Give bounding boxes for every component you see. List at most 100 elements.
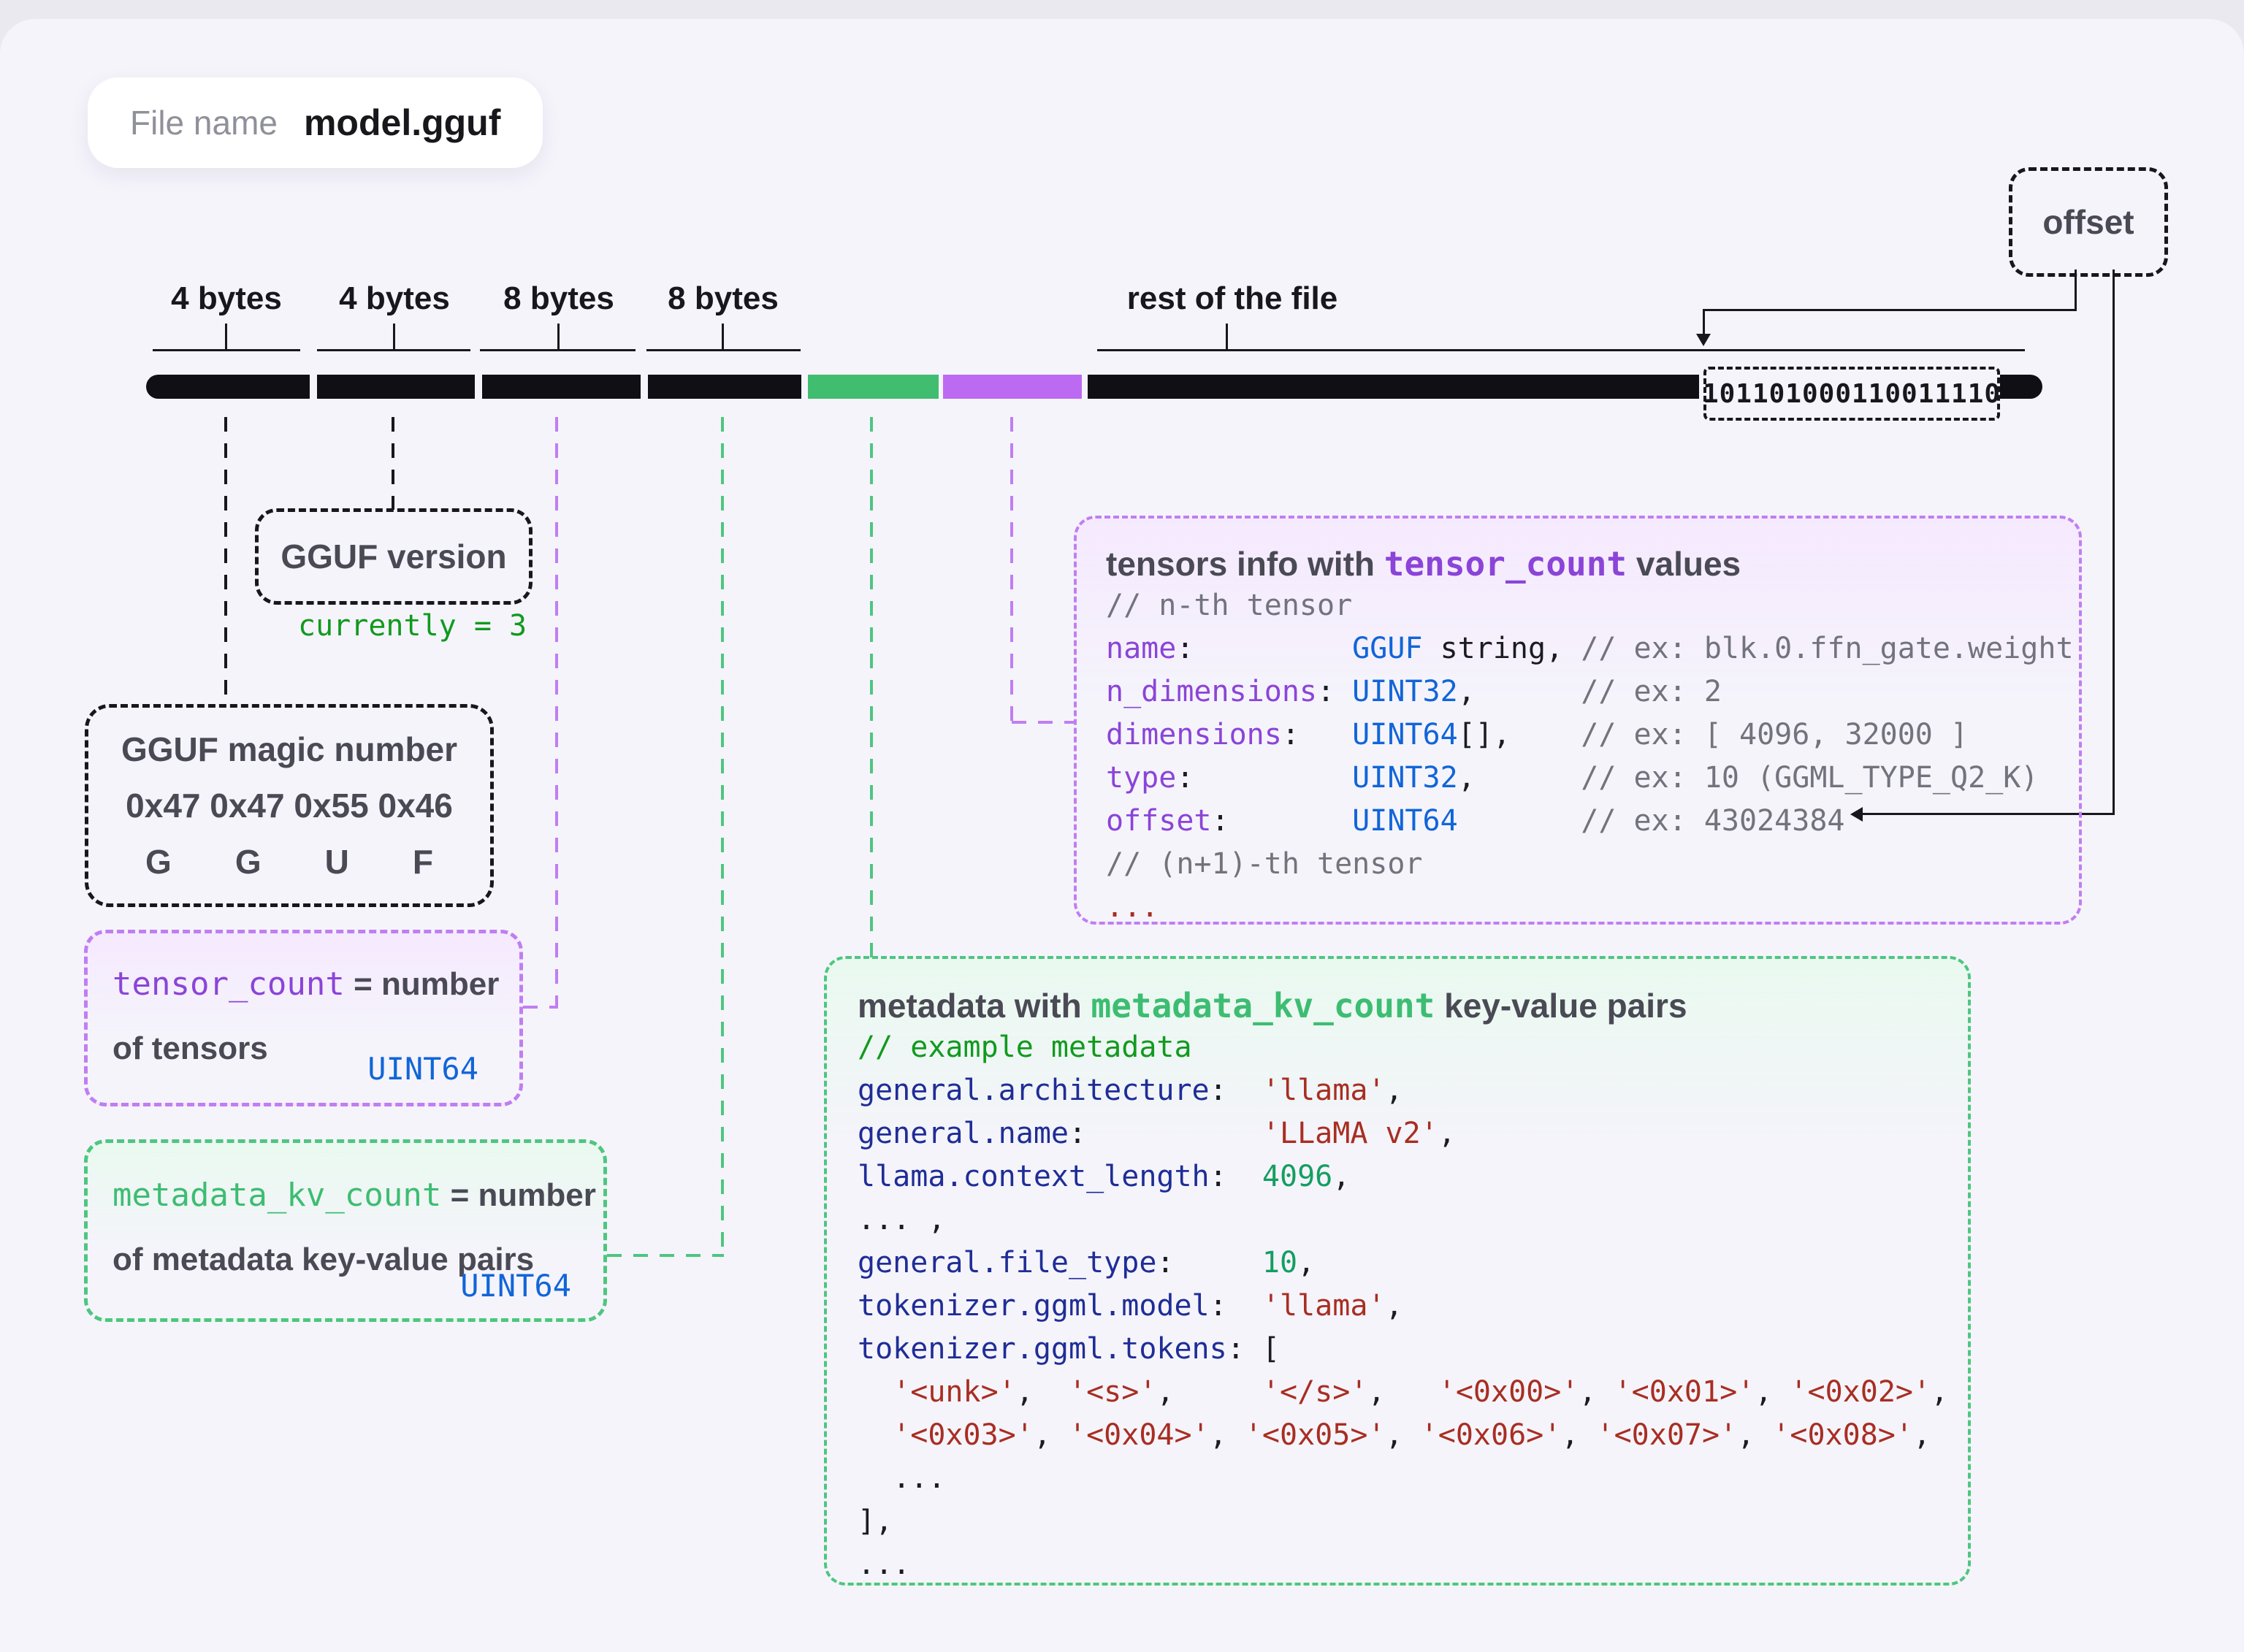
code-token: values bbox=[1627, 545, 1741, 583]
byte-group-label: 8 bytes bbox=[668, 280, 779, 316]
code-token: 'llama' bbox=[1262, 1074, 1386, 1107]
code-token: '<0x01>' bbox=[1614, 1375, 1755, 1409]
code-token: : bbox=[1156, 1246, 1175, 1280]
code-token: ... bbox=[858, 1461, 946, 1495]
code-token: [], bbox=[1457, 718, 1511, 752]
code-line: tokenizer.ggml.tokens: [ bbox=[858, 1328, 1968, 1371]
magic-letter: G bbox=[234, 843, 262, 882]
code-token bbox=[1476, 675, 1581, 708]
connector-metadata-kv-v bbox=[721, 417, 724, 1257]
code-token: , bbox=[1579, 1375, 1614, 1409]
bracket-tick bbox=[557, 324, 560, 351]
code-token: tokenizer.ggml.tokens bbox=[858, 1332, 1227, 1366]
gguf-file-format-diagram: File name model.gguf offset 4 bytes 4 by… bbox=[0, 19, 2244, 1652]
code-token: general.architecture bbox=[858, 1074, 1210, 1107]
code-token bbox=[1458, 804, 1581, 838]
code-line: '<unk>', '<s>', '</s>', '<0x00>', '<0x01… bbox=[858, 1371, 1968, 1414]
code-token: general.name bbox=[858, 1117, 1069, 1150]
code-token: UINT32 bbox=[1352, 675, 1458, 708]
code-token: metadata with bbox=[858, 987, 1091, 1025]
code-token: , bbox=[1332, 1160, 1351, 1193]
code-line: general.name: 'LLaMA v2', bbox=[858, 1112, 1968, 1155]
offset-callout-box: offset bbox=[2009, 167, 2168, 277]
metadata-kv-line2: of metadata key-value pairs bbox=[112, 1242, 535, 1277]
code-token: , bbox=[1385, 1074, 1403, 1107]
code-token bbox=[1175, 1246, 1262, 1280]
code-token: 'llama' bbox=[1262, 1289, 1386, 1323]
code-token: '<0x03>' bbox=[893, 1418, 1034, 1452]
code-token: GGUF bbox=[1352, 632, 1423, 665]
tensor-count-id: tensor_count bbox=[112, 965, 345, 1003]
code-token bbox=[1476, 761, 1581, 795]
code-token: , bbox=[1755, 1375, 1790, 1409]
magic-letter: U bbox=[324, 843, 349, 882]
metadata-kv-line1: metadata_kv_count = number bbox=[112, 1177, 596, 1214]
file-name-value: model.gguf bbox=[303, 102, 501, 143]
code-token: : bbox=[1209, 1074, 1227, 1107]
code-token: , bbox=[1438, 1117, 1456, 1150]
tensor-count-line2: of tensors bbox=[112, 1030, 268, 1066]
code-token: , bbox=[1931, 1375, 1949, 1409]
code-token: '<0x07>' bbox=[1596, 1418, 1738, 1452]
metadata-code: // example metadata general.architecture:… bbox=[858, 1026, 1968, 1586]
code-token: , bbox=[1457, 675, 1476, 708]
metadata-kv-count-box: metadata_kv_count = number of metadata k… bbox=[84, 1139, 607, 1322]
connector-magic bbox=[224, 417, 227, 705]
tensors-info-title: tensors info with tensor_count values bbox=[1106, 543, 2079, 584]
code-line: type: UINT32, // ex: 10 (GGML_TYPE_Q2_K) bbox=[1106, 757, 2079, 800]
code-line: llama.context_length: 4096, bbox=[858, 1155, 1968, 1198]
metadata-kv-eq: = number bbox=[441, 1177, 596, 1213]
offset-label: offset bbox=[2042, 203, 2134, 241]
code-token: , bbox=[1912, 1418, 1931, 1452]
code-token: UINT64 bbox=[1352, 804, 1458, 838]
code-token bbox=[1227, 1289, 1262, 1323]
code-token: : bbox=[1209, 1289, 1227, 1323]
magic-hex: 0x47 0x47 0x55 0x46 bbox=[126, 786, 453, 825]
bar-segment-tensors-info bbox=[943, 375, 1082, 399]
code-token: tensor_count bbox=[1384, 544, 1627, 584]
code-token: // n-th tensor bbox=[1106, 589, 1353, 622]
code-line: ... bbox=[1106, 886, 2079, 929]
code-token: metadata_kv_count bbox=[1091, 986, 1435, 1025]
code-token: ... , bbox=[858, 1203, 946, 1236]
code-token bbox=[1227, 1074, 1262, 1107]
code-token bbox=[1227, 1160, 1262, 1193]
code-token: '<0x08>' bbox=[1772, 1418, 1913, 1452]
code-token: : bbox=[1176, 632, 1194, 665]
code-token: // ex: 43024384 bbox=[1581, 804, 1845, 838]
code-line: // (n+1)-th tensor bbox=[1106, 843, 2079, 886]
code-line: tokenizer.ggml.model: 'llama', bbox=[858, 1285, 1968, 1328]
code-token: : bbox=[1209, 1160, 1227, 1193]
code-token: tokenizer.ggml.model bbox=[858, 1289, 1210, 1323]
bracket-line bbox=[153, 349, 300, 351]
bracket-tick bbox=[1226, 324, 1228, 351]
code-token: '<0x00>' bbox=[1438, 1375, 1579, 1409]
tensor-count-type: UINT64 bbox=[367, 1051, 478, 1087]
code-line: // example metadata bbox=[858, 1026, 1968, 1069]
code-token: UINT32 bbox=[1352, 761, 1458, 795]
connector-version bbox=[392, 417, 394, 510]
bracket-line bbox=[646, 349, 801, 351]
tensor-count-eq: = number bbox=[344, 966, 500, 1002]
bracket-tick bbox=[393, 324, 395, 351]
tensors-info-code: // n-th tensor name: GGUF string, // ex: … bbox=[1106, 584, 2079, 929]
code-token: tensors info with bbox=[1106, 545, 1384, 583]
code-token: , bbox=[1367, 1375, 1438, 1409]
bar-segment-metadata-kv-count bbox=[648, 375, 801, 399]
connector-tensors-box-h bbox=[1012, 721, 1075, 724]
code-token bbox=[1511, 718, 1581, 752]
connector-tensor-count-v bbox=[555, 417, 558, 1009]
code-token: , bbox=[1737, 1418, 1773, 1452]
code-token: name bbox=[1106, 632, 1177, 665]
code-token bbox=[1194, 632, 1352, 665]
code-token: 10 bbox=[1262, 1246, 1298, 1280]
code-token: 4096 bbox=[1262, 1160, 1333, 1193]
byte-group-label: 4 bytes bbox=[171, 280, 282, 316]
code-token: // ex: [ 4096, 32000 ] bbox=[1581, 718, 1969, 752]
code-token: , bbox=[1561, 1418, 1597, 1452]
code-token: string, bbox=[1422, 632, 1581, 665]
code-token: , bbox=[1297, 1246, 1316, 1280]
code-token: : bbox=[1211, 804, 1229, 838]
connector-tensor-count-h bbox=[523, 1006, 558, 1009]
code-token: , bbox=[1015, 1375, 1069, 1409]
